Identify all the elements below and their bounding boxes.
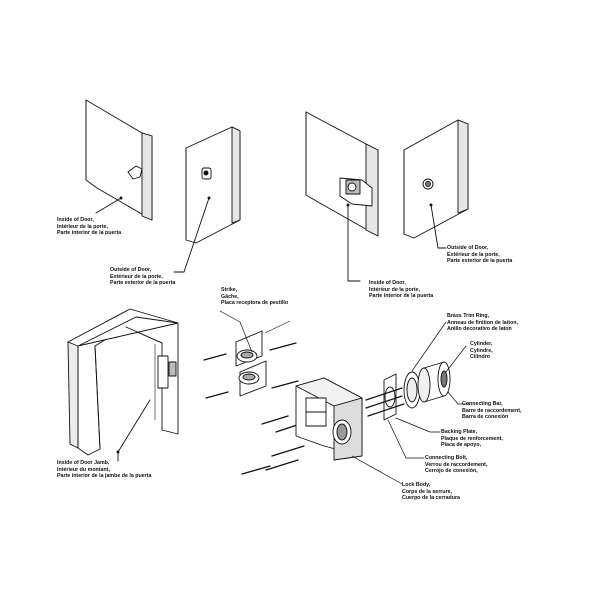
door-callout-lines <box>95 197 447 282</box>
label-lock-body: Lock Body,Corps de la serrure,Cuerpo de … <box>402 482 460 502</box>
label-backing-plate: Backing Plate,Plaque de renforcement,Pla… <box>441 429 503 449</box>
label-inside-door-1: Inside of Door,Intérieur de la porte,Par… <box>57 217 122 237</box>
label-outside-door-1: Outside of Door,Extérieur de la porte,Pa… <box>110 267 176 287</box>
label-connecting-bar: Connecting Bar,Barre de raccordement,Bar… <box>462 401 522 421</box>
label-inside-door-2: Inside of Door,Intérieur de la porte,Par… <box>369 280 434 300</box>
mounted-lock-body-icon <box>339 177 373 207</box>
cylinder-icon <box>417 361 451 403</box>
label-outside-door-2: Outside of Door,Extérieur de la porte,Pa… <box>447 245 513 265</box>
strike-plate-assembly <box>235 320 291 397</box>
door-outside-1 <box>185 126 241 244</box>
door-jamb-frame <box>67 308 179 462</box>
mounting-screws <box>203 342 307 475</box>
door-inside-2 <box>305 111 379 237</box>
door-inside-1 <box>85 99 153 221</box>
door-outside-2 <box>403 119 469 239</box>
jamb-strike-icon <box>154 343 177 421</box>
label-cylinder: Cylinder,Cylindre,Cilindro <box>470 341 493 361</box>
label-strike: Strike,Gâche,Placa receptora de pestillo <box>221 287 289 307</box>
label-door-jamb: Inside of Door Jamb,Intérieur du montant… <box>57 460 152 480</box>
label-connecting-bolt: Connecting Bolt,Verrou de raccordement,C… <box>425 455 488 475</box>
brass-trim-ring-icon <box>403 371 421 409</box>
label-brass-trim-ring: Brass Trim Ring,Anneau de finition de la… <box>447 313 518 333</box>
connecting-bolts-icon <box>365 387 405 417</box>
lock-body-icon <box>295 377 363 461</box>
hardware-callout-lines <box>219 310 471 485</box>
thumb-turn-icon <box>127 165 143 180</box>
backing-plate-icon <box>383 373 397 421</box>
